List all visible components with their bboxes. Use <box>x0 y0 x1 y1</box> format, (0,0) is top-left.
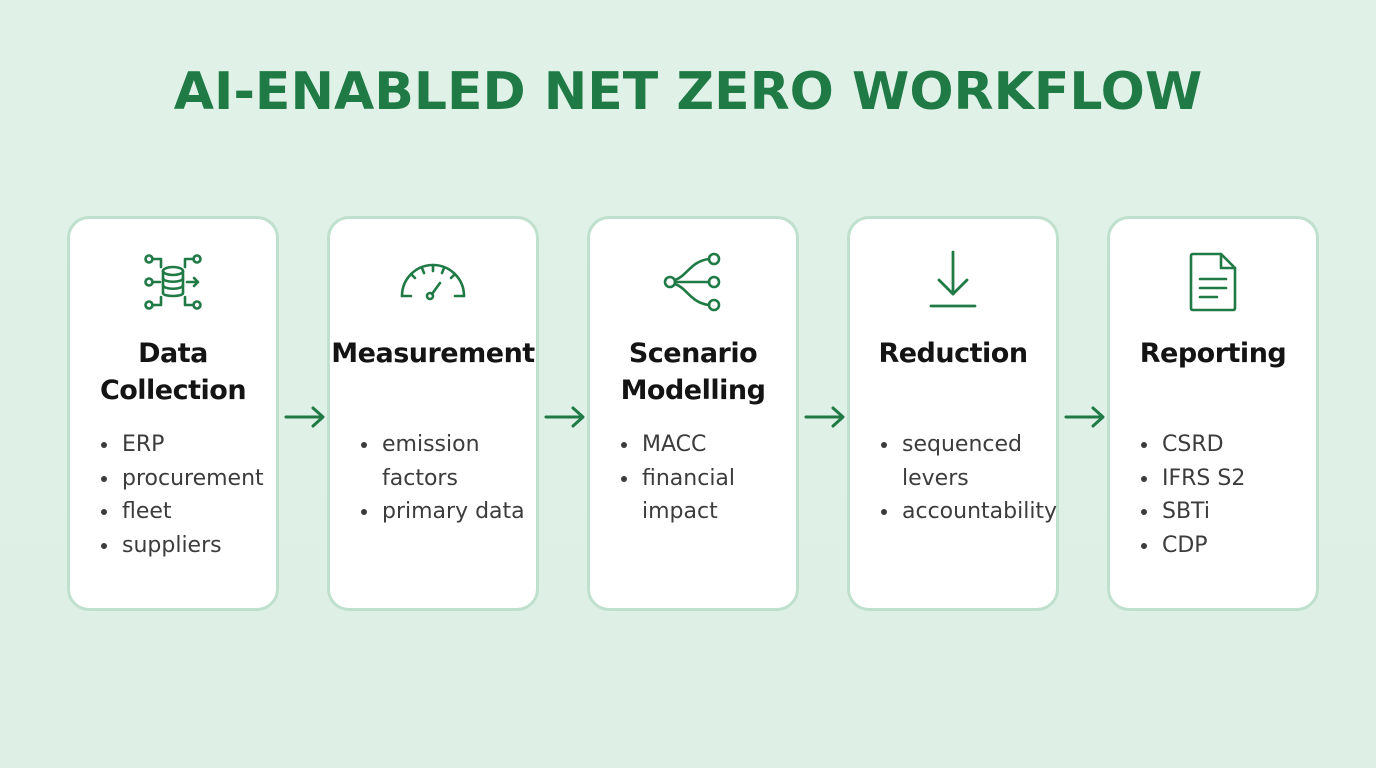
bullet-item: accountability <box>878 495 1057 529</box>
bullet-item: SBTi <box>1138 495 1245 529</box>
bullet-item: suppliers <box>98 529 264 563</box>
step-title: Scenario Modelling <box>580 335 806 409</box>
step-bullet-list: emission factors primary data <box>358 428 525 529</box>
step-title-line: Scenario <box>628 338 758 369</box>
bullet-item: financial impact <box>618 462 735 529</box>
step-bullet-list: ERP procurement fleet suppliers <box>98 428 264 562</box>
bullet-text: accountability <box>902 499 1058 524</box>
bullet-item: emission factors <box>358 428 525 495</box>
bullet-item: primary data <box>358 495 525 529</box>
bullet-text: emission <box>382 432 480 457</box>
flow-arrow-icon <box>1063 404 1107 430</box>
bullet-item: CSRD <box>1138 428 1245 462</box>
step-card-reduction: Reduction sequenced levers accountabilit… <box>847 216 1059 611</box>
bullet-text: MACC <box>642 432 707 457</box>
bullet-text: factors <box>382 465 458 491</box>
flow-arrow-icon <box>283 404 327 430</box>
bullet-text: ERP <box>122 432 165 457</box>
step-bullet-list: MACC financial impact <box>618 428 735 529</box>
bullet-text: procurement <box>122 465 264 491</box>
bullet-text: financial <box>642 465 736 491</box>
bullet-item: procurement <box>98 462 264 496</box>
bullet-text: SBTi <box>1162 499 1210 524</box>
arrow-down-icon <box>917 246 989 318</box>
step-title: Measurement <box>320 335 546 372</box>
bullet-item: CDP <box>1138 529 1245 563</box>
document-icon <box>1177 246 1249 318</box>
bullet-text: CDP <box>1162 532 1208 558</box>
bullet-text: CSRD <box>1162 432 1224 457</box>
step-title-line: Modelling <box>620 375 766 406</box>
step-title-line: Reporting <box>1139 338 1287 369</box>
data-collection-icon <box>137 246 209 318</box>
step-card-data-collection: Data Collection ERP procurement fleet su… <box>67 216 279 611</box>
gauge-icon <box>397 246 469 318</box>
page-title: AI-ENABLED NET ZERO WORKFLOW <box>173 62 1203 122</box>
step-title: Reporting <box>1100 335 1326 372</box>
bullet-text: sequenced <box>902 432 1022 457</box>
bullet-item: fleet <box>98 495 264 529</box>
flow-arrow-icon <box>543 404 587 430</box>
flow-arrow-icon <box>803 404 847 430</box>
bullet-item: MACC <box>618 428 735 462</box>
branching-icon <box>657 246 729 318</box>
bullet-text: fleet <box>122 499 172 524</box>
step-card-reporting: Reporting CSRD IFRS S2 SBTi CDP <box>1107 216 1319 611</box>
bullet-text: levers <box>902 465 969 491</box>
step-title-line: Measurement <box>331 338 535 369</box>
step-title-line: Reduction <box>878 338 1028 369</box>
bullet-text: IFRS S2 <box>1162 465 1246 491</box>
bullet-item: sequenced levers <box>878 428 1057 495</box>
step-bullet-list: CSRD IFRS S2 SBTi CDP <box>1138 428 1245 562</box>
bullet-item: ERP <box>98 428 264 462</box>
step-title: Data Collection <box>60 335 286 409</box>
bullet-text: primary data <box>382 499 525 524</box>
step-bullet-list: sequenced levers accountability <box>878 428 1057 529</box>
bullet-text: impact <box>642 499 718 524</box>
step-card-measurement: Measurement emission factors primary dat… <box>327 216 539 611</box>
bullet-item: IFRS S2 <box>1138 462 1245 496</box>
step-title: Reduction <box>840 335 1066 372</box>
bullet-text: suppliers <box>122 532 222 558</box>
step-card-scenario-modelling: Scenario Modelling MACC financial impact <box>587 216 799 611</box>
step-title-line: Data <box>138 338 208 369</box>
step-title-line: Collection <box>99 375 247 406</box>
